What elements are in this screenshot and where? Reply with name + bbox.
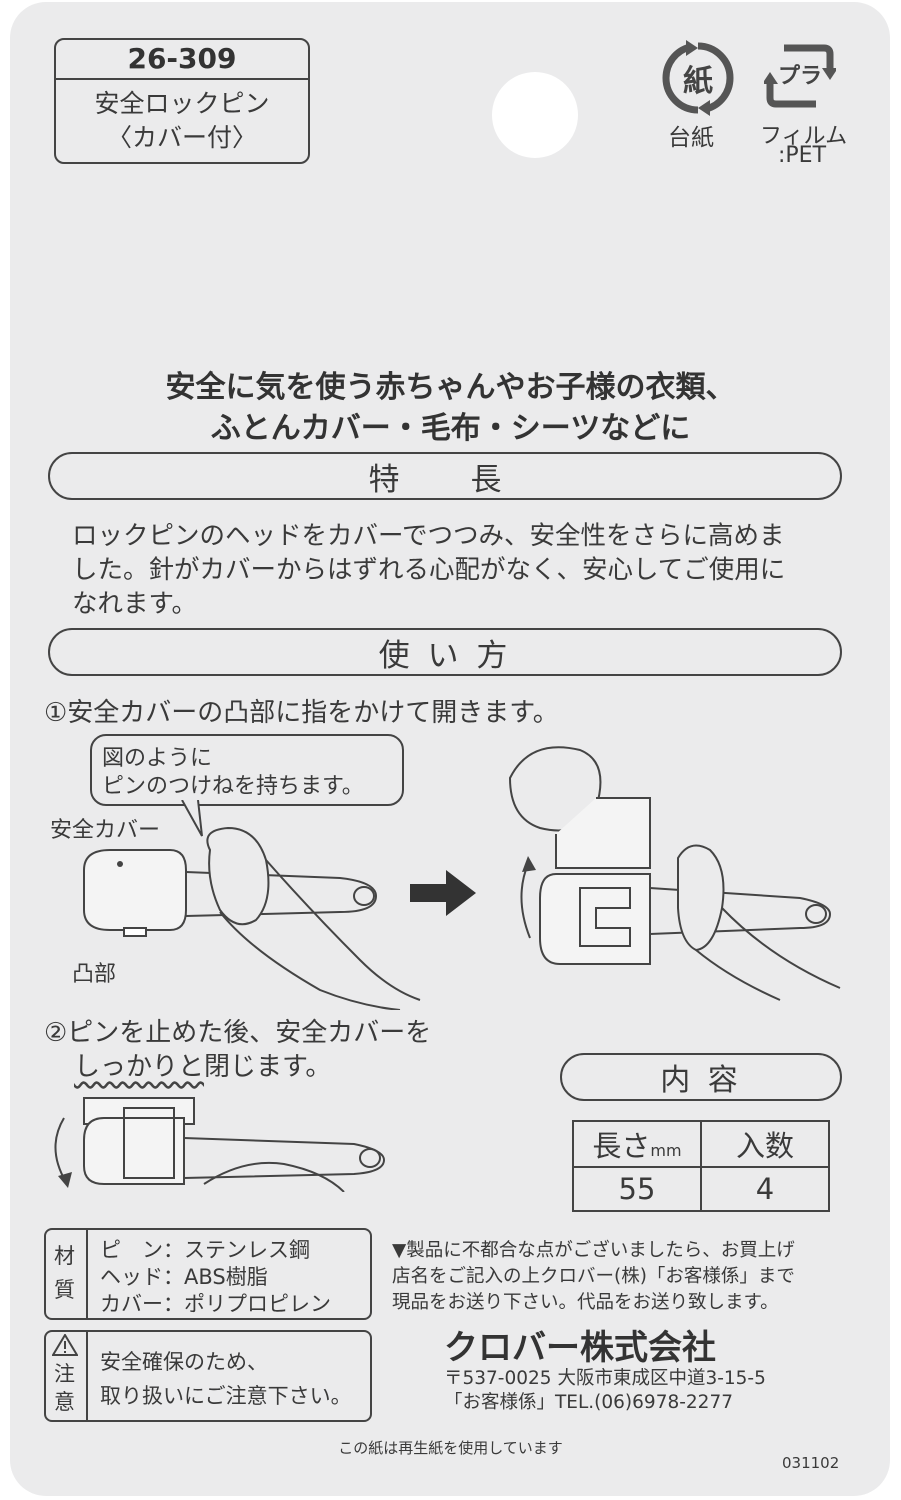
- label-bump: 凸部: [72, 962, 117, 987]
- bubble-line2: ピンのつけねを持ちます。: [102, 774, 364, 799]
- materials-row3: カバー：ポリプロピレン: [100, 1292, 331, 1316]
- warning-triangle-icon: [51, 1333, 79, 1360]
- company-name: クロバー株式会社: [444, 1328, 716, 1368]
- materials-row2: ヘッド：ABS樹脂: [100, 1265, 268, 1289]
- materials-side-1: 材: [54, 1244, 75, 1268]
- contents-heading: 内 容: [660, 1063, 742, 1098]
- contents-count-value: 4: [700, 1166, 830, 1212]
- print-code: 031102: [782, 1454, 840, 1472]
- recycled-paper-note: この紙は再生紙を使用しています: [338, 1439, 563, 1457]
- caution-side-2: 意: [54, 1390, 75, 1414]
- label-safety-cover: 安全カバー: [50, 818, 161, 843]
- notice-line2: 店名をご記入の上クロバー(株)「お客様係」まで: [392, 1266, 795, 1287]
- plastic-label-line2: :PET: [778, 143, 827, 168]
- caution-box: [44, 1330, 372, 1422]
- features-line3: なれます。: [72, 589, 197, 619]
- plastic-recycle-glyph: プラ: [777, 64, 822, 89]
- plastic-label-line1: フィルム: [760, 124, 848, 149]
- tagline-line1: 安全に気を使う赤ちゃんやお子様の衣類、: [165, 370, 736, 405]
- usage-heading-pill: 使 い 方: [48, 628, 842, 676]
- usage-step2-line2: しっかりと閉じます。: [74, 1046, 331, 1083]
- bubble-line1: 図のように: [102, 746, 213, 771]
- illustration-closed-cover: [44, 1088, 394, 1193]
- usage-step2-emphasis: しっかりと: [74, 1052, 205, 1082]
- product-variant: 〈カバー付〉: [106, 123, 257, 152]
- contents-unit: mm: [650, 1141, 682, 1160]
- product-name: 安全ロックピン: [94, 89, 270, 118]
- contents-header-row: 長さmm 入数: [572, 1120, 830, 1168]
- paper-recycle-glyph: 紙: [683, 64, 713, 99]
- usage-step1: ①安全カバーの凸部に指をかけて開きます。: [44, 698, 559, 728]
- paper-recycle-icon: [660, 40, 736, 116]
- materials-box: [44, 1228, 372, 1320]
- illustration-opened-cover: [500, 738, 850, 1008]
- features-heading-pill: 特 長: [48, 452, 842, 500]
- notice-line3: 現品をお送り下さい。代品をお送り致します。: [392, 1292, 779, 1313]
- materials-divider: [86, 1230, 88, 1318]
- notice-line1: ▼製品に不都合な点がございましたら、お買上げ: [392, 1240, 795, 1261]
- product-code-divider: [56, 78, 308, 80]
- contents-value-row: 55 4: [572, 1166, 830, 1212]
- materials-side-2: 質: [54, 1278, 75, 1302]
- features-heading: 特 長: [368, 461, 522, 498]
- usage-step2-rest: 閉じます。: [204, 1052, 332, 1082]
- company-contact: 「お客様係」TEL.(06)6978-2277: [444, 1392, 733, 1413]
- hang-hole: [492, 72, 578, 158]
- tagline-line2: ふとんカバー・毛布・シーツなどに: [210, 411, 691, 446]
- caution-line2: 取り扱いにご注意下さい。: [100, 1384, 352, 1408]
- right-arrow-icon: [410, 870, 476, 920]
- paper-label: 台紙: [668, 125, 714, 151]
- speech-bubble-tail: [180, 799, 220, 844]
- usage-step2-line1: ②ピンを止めた後、安全カバーを: [44, 1018, 432, 1048]
- company-address: 〒537-0025 大阪市東成区中道3-15-5: [444, 1368, 766, 1389]
- usage-heading: 使 い 方: [378, 637, 512, 674]
- plastic-recycle-icon: [762, 40, 838, 112]
- caution-line1: 安全確保のため、: [100, 1350, 268, 1374]
- caution-side-1: 注: [54, 1362, 75, 1386]
- contents-length-value: 55: [572, 1166, 702, 1212]
- contents-col-length-header: 長さmm: [572, 1120, 702, 1168]
- contents-col-count-header: 入数: [700, 1120, 830, 1168]
- product-code-box: [54, 38, 310, 164]
- contents-table: 長さmm 入数 55 4: [572, 1120, 830, 1212]
- product-code: 26-309: [127, 42, 237, 75]
- features-line2: した。針がカバーからはずれる心配がなく、安心してご使用に: [72, 555, 786, 585]
- illustration-open-step: [60, 820, 430, 1011]
- caution-divider: [86, 1332, 88, 1420]
- features-line1: ロックピンのヘッドをカバーでつつみ、安全性をさらに高めま: [72, 521, 785, 551]
- speech-bubble: [90, 734, 404, 806]
- materials-row1: ピ ン：ステンレス鋼: [100, 1238, 310, 1262]
- contents-heading-pill: 内 容: [560, 1053, 842, 1101]
